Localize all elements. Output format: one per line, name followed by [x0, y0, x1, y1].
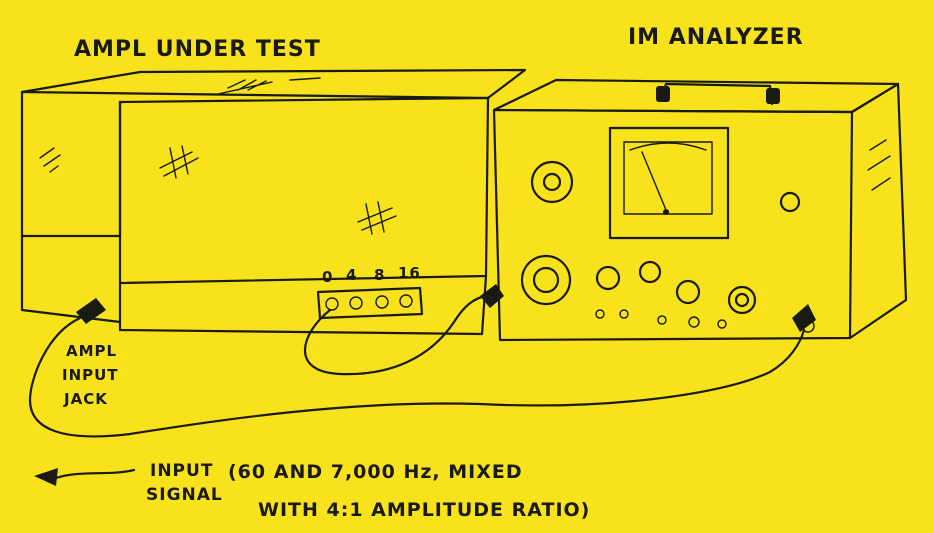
- svg-text:(60 AND 7,000 Hz, MIXED: (60 AND 7,000 Hz, MIXED: [228, 461, 523, 483]
- tap-label-0: 0: [322, 268, 333, 286]
- ampl-under-test-label: AMPL UNDER TEST: [74, 37, 321, 62]
- top-left-knob: [532, 162, 572, 202]
- analyzer-output-connector: [792, 304, 816, 332]
- amplifier-under-test: [22, 70, 525, 334]
- im-analyzer: [480, 80, 906, 340]
- speaker-terminal-strip: [318, 288, 422, 318]
- svg-text:AMPL: AMPL: [66, 342, 117, 360]
- input-signal-note: (60 AND 7,000 Hz, MIXED WITH 4:1 AMPLITU…: [228, 461, 590, 521]
- carry-handle: [660, 84, 772, 104]
- svg-text:INPUT: INPUT: [62, 366, 119, 384]
- meter-window: [610, 128, 728, 238]
- input-signal-label: INPUT SIGNAL: [146, 461, 223, 505]
- ampl-input-jack-label: AMPL INPUT JACK: [62, 342, 119, 408]
- tap-label-4: 4: [346, 266, 357, 284]
- cables: [30, 296, 804, 486]
- tap-labels: 0 4 8 16: [322, 264, 421, 286]
- svg-text:JACK: JACK: [63, 390, 108, 408]
- input-selector-knob: [534, 268, 558, 292]
- svg-text:SIGNAL: SIGNAL: [146, 485, 223, 505]
- svg-text:WITH 4:1 AMPLITUDE RATIO): WITH 4:1 AMPLITUDE RATIO): [258, 499, 590, 521]
- tap-label-8: 8: [374, 266, 385, 284]
- svg-text:INPUT: INPUT: [150, 461, 213, 481]
- tap-label-16: 16: [398, 264, 421, 282]
- im-analyzer-label: IM ANALYZER: [628, 25, 804, 50]
- input-signal-arrow: [34, 468, 58, 486]
